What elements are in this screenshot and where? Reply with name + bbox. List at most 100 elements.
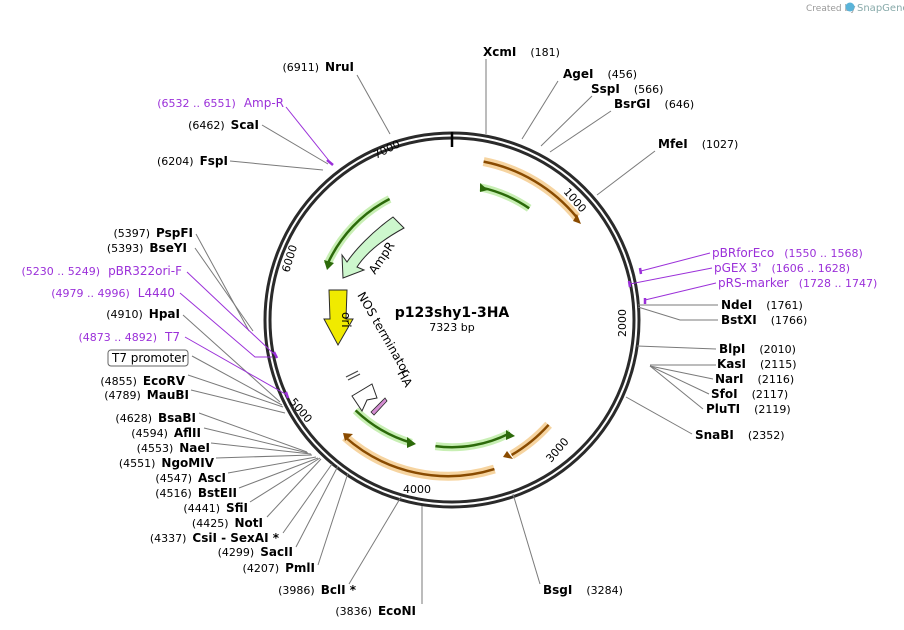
site-fspi[interactable]: (6204)FspI	[157, 154, 228, 168]
leader-nrui	[356, 74, 391, 135]
leader-t7-promoter	[191, 355, 283, 406]
site-nrui[interactable]: (6911)NruI	[282, 60, 354, 74]
primer-t7[interactable]: (4873 .. 4892)T7	[78, 330, 180, 344]
site-kasi[interactable]: KasI(2115)	[717, 357, 797, 371]
leader-t7	[184, 336, 288, 396]
primer-mark-pbrforeco	[638, 267, 643, 275]
site-sacii[interactable]: (4299)SacII	[218, 545, 293, 559]
site-csii-sexai[interactable]: (4337)CsiI - SexAI *	[150, 531, 280, 545]
site-snabi[interactable]: SnaBI(2352)	[695, 428, 784, 442]
leader-pbr322ori-f	[186, 271, 276, 356]
credit-brand: SnapGene	[857, 3, 904, 14]
site-maubi[interactable]: (4789)MauBI	[104, 388, 189, 402]
green-arc-4	[435, 431, 511, 449]
site-hpai[interactable]: (4910)HpaI	[106, 307, 180, 321]
leader-pgex3	[629, 267, 713, 285]
leader-sfii	[249, 457, 321, 503]
site-mfei[interactable]: MfeI(1027)	[658, 137, 738, 151]
nos-mark-2	[347, 373, 361, 381]
site-noti[interactable]: (4425)NotI	[192, 516, 263, 530]
site-bseyi[interactable]: (5393)BseYI	[107, 241, 187, 255]
leader-snabi	[625, 396, 693, 435]
primer-pgex3[interactable]: pGEX 3'(1606 .. 1628)	[714, 261, 850, 275]
site-pspfi[interactable]: (5397)PspFI	[113, 226, 193, 240]
plasmid-length: 7323 bp	[429, 321, 474, 334]
leader-amp-r	[285, 106, 331, 163]
ori-arrow[interactable]	[323, 289, 354, 347]
leader-bstxi	[637, 306, 718, 321]
orange-arc-3	[344, 436, 495, 478]
leader-agei	[521, 80, 559, 140]
site-labels[interactable]: XcmI(181) AgeI(456) SspI(566) BsrGI(646)…	[100, 45, 807, 618]
site-bsabi[interactable]: (4628)BsaBI	[115, 411, 196, 425]
site-ngomiv[interactable]: (4551)NgoMIV	[119, 456, 215, 470]
leader-nari	[649, 365, 714, 380]
site-sfoi[interactable]: SfoI(2117)	[711, 387, 788, 401]
primer-mark-amp-r	[326, 159, 334, 166]
leader-fspi	[229, 160, 324, 171]
primer-l4440[interactable]: (4979 .. 4996)L4440	[51, 286, 175, 300]
site-aflii[interactable]: (4594)AflII	[131, 426, 201, 440]
orange-arc-2	[510, 423, 550, 457]
site-bcli[interactable]: (3986)BclI *	[278, 583, 357, 597]
leader-hpai	[182, 314, 281, 403]
primer-amp-r[interactable]: (6532 .. 6551)Amp-R	[157, 96, 284, 110]
primer-leaders	[179, 106, 717, 399]
site-sspi[interactable]: SspI(566)	[591, 82, 663, 96]
leader-pbrforeco	[640, 252, 711, 272]
orange-arc-3-head	[343, 433, 353, 441]
site-asci[interactable]: (4547)AscI	[155, 471, 226, 485]
leader-pspfi	[195, 233, 250, 332]
green-arc-4-head	[506, 430, 515, 440]
t7-promoter-box[interactable]	[107, 349, 189, 367]
ha-tag-box[interactable]	[370, 397, 388, 416]
primer-pbr322ori-f[interactable]: (5230 .. 5249)pBR322ori-F	[22, 264, 183, 278]
leader-bsgi	[512, 493, 541, 585]
green-arc-3-halo	[352, 407, 413, 447]
leader-bsrgi	[549, 110, 612, 153]
site-blpi[interactable]: BlpI(2010)	[719, 342, 796, 356]
site-naei[interactable]: (4553)NaeI	[137, 441, 210, 455]
leader-bsabi	[198, 412, 308, 453]
site-bsteii[interactable]: (4516)BstEII	[155, 486, 237, 500]
leader-l4440	[179, 292, 272, 358]
site-pluti[interactable]: PluTI(2119)	[706, 402, 791, 416]
primer-labels[interactable]: (6532 .. 6551)Amp-R pBRforEco(1550 .. 15…	[22, 96, 878, 344]
site-ndei[interactable]: NdeI(1761)	[721, 298, 803, 312]
site-bstxi[interactable]: BstXI(1766)	[721, 313, 807, 327]
leader-mfei	[596, 150, 656, 196]
green-arc-2-head	[324, 260, 334, 270]
nos-terminator-arrow[interactable]	[351, 383, 378, 413]
site-xcmi[interactable]: XcmI(181)	[483, 45, 560, 59]
site-agei[interactable]: AgeI(456)	[563, 67, 637, 81]
site-bsgi[interactable]: BsgI(3284)	[543, 583, 623, 597]
leader-sspi	[540, 95, 593, 147]
site-ecorv[interactable]: (4855)EcoRV	[100, 374, 185, 388]
snapgene-logo-icon	[845, 2, 855, 12]
feature-arcs	[323, 157, 581, 481]
site-sfii[interactable]: (4441)SfiI	[183, 501, 248, 515]
site-econi[interactable]: (3836)EcoNI	[335, 604, 416, 618]
ampr-arrow[interactable]	[341, 216, 405, 279]
site-bsrgi[interactable]: BsrGI(646)	[614, 97, 694, 111]
leader-pluti	[649, 365, 704, 410]
green-arc-2	[326, 197, 391, 265]
leader-bseyi	[194, 247, 254, 332]
tick-2000: 2000	[616, 309, 629, 337]
orange-arc-1	[483, 160, 578, 218]
primer-pbrforeco[interactable]: pBRforEco(1550 .. 1568)	[712, 246, 863, 260]
primer-mark-t7	[284, 391, 290, 399]
tick-6000: 6000	[279, 243, 300, 274]
credit-text: Created by	[806, 4, 856, 14]
ori-label: ori	[339, 312, 353, 328]
primer-prs-marker[interactable]: pRS-marker(1728 .. 1747)	[718, 276, 877, 290]
plasmid-name: p123shy1-3HA	[395, 305, 510, 321]
green-arc-3-head	[407, 437, 416, 448]
site-nari[interactable]: NarI(2116)	[715, 372, 794, 386]
site-pmli[interactable]: (4207)PmlI	[243, 561, 315, 575]
site-scai[interactable]: (6462)ScaI	[188, 118, 259, 132]
primer-mark-pgex3	[627, 280, 632, 288]
leader-noti	[266, 458, 322, 518]
